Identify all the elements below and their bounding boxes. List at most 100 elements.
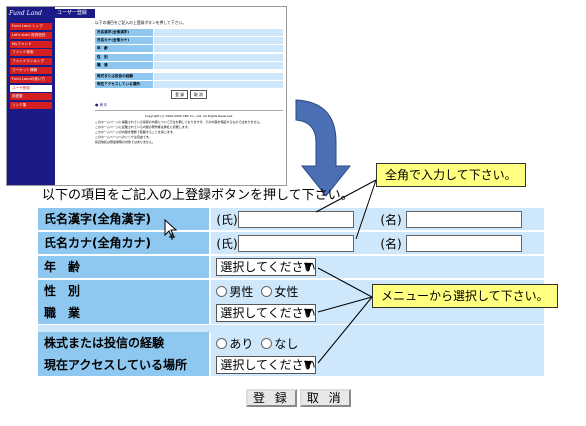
thumbnail-row: 現在アクセスしている場所 [95,81,283,89]
thumbnail-register-button[interactable]: 登 録 [171,90,188,100]
fund-land-logo: Fund Land [9,10,42,17]
kana-given-name-input[interactable] [406,234,523,252]
menu-item-register[interactable]: ユーザ登録 [10,84,52,92]
menu-item-howto[interactable]: Fund Landの使い方 [10,75,52,83]
experience-row: 株式または投信の経験 あり なし [38,332,544,354]
thumbnail-row: 氏名漢字(全角漢字) [95,29,283,36]
thumbnail-row-label: 株式または投信の経験 [95,72,153,80]
chevron-down-icon: ▼ [303,306,313,319]
form-buttons: 登 録 取 消 [246,389,351,407]
return-link-label: 戻る [99,102,108,108]
family-name-prefix: (氏) [216,212,238,227]
thumbnail-note: このホームページに掲載されている情報の内容について万全を期しておりますが、その内… [95,120,263,125]
age-value: 選択してください▼ [211,256,544,278]
thumbnail-row-value[interactable] [154,53,283,61]
gender-option-label: 男性 [229,284,254,299]
thumbnail-row: 株式または投信の経験 [95,72,283,80]
thumbnail-divider [95,110,283,112]
experience-option-label: なし [274,336,299,351]
radio-icon[interactable] [261,285,273,297]
gender-radio-male[interactable]: 男性 [216,283,253,300]
thumbnail-buttons: 登 録取 消 [95,90,283,100]
experience-radio-yes[interactable]: あり [216,335,253,352]
access-location-select[interactable]: 選択してください▼ [216,356,317,374]
thumbnail-screenshot: Fund Land Fund Land トップ Let's start 投資信託… [6,6,287,186]
access-select-value: 選択してください [220,358,316,372]
menu-item-start[interactable]: Let's start 投資信託 [10,31,52,39]
thumbnail-cancel-button[interactable]: 取 消 [190,90,207,100]
thumbnail-note: 投資信託は預金保険の対象ではありません。 [95,140,155,145]
thumbnail-row-value[interactable] [154,81,283,89]
fullwidth-callout: 全角で入力して下さい。 [376,163,526,187]
thumbnail-row-label: 氏名漢字(全角漢字) [95,29,153,36]
cancel-button[interactable]: 取 消 [299,389,351,407]
form-intro-text: 以下の項目をご記入の上登録ボタンを押して下さい。 [42,187,354,202]
menu-item-ranking[interactable]: ファンドランキング [10,58,52,66]
thumbnail-row-value[interactable] [154,45,283,53]
experience-label: 株式または投信の経験 [38,332,210,354]
thumbnail-row-value[interactable] [154,37,283,45]
thumbnail-sidebar: Fund Land Fund Land トップ Let's start 投資信託… [7,7,55,185]
chevron-down-icon: ▼ [303,358,313,371]
thumbnail-note: このホームページの内容を無断で転載することを禁じます。 [95,130,176,135]
thumbnail-body: 以下の項目をご記入の上登録ボタンを押して下さい。 氏名漢字(全角漢字) 氏名カナ… [95,19,283,145]
age-select[interactable]: 選択してください▼ [216,258,317,276]
menu-item-links[interactable]: リンク集 [10,102,52,110]
thumbnail-row: 性 別 [95,53,283,61]
thumbnail-copyright: Copyright (c) 1996-2000 ABC Co., Ltd. Al… [144,114,234,119]
menu-item-myfund[interactable]: Myファンド [10,40,52,48]
job-select-value: 選択してください [220,306,316,320]
thumbnail-menu: Fund Land トップ Let's start 投資信託 Myファンド ファ… [10,23,52,111]
kana-name-label: 氏名カナ(全角カナ) [38,232,210,254]
age-select-value: 選択してください [220,260,316,274]
kanji-name-label: 氏名漢字(全角漢字) [38,208,210,230]
thumbnail-header-tab: ユーザー登録 [55,9,95,18]
move-cursor-icon [164,219,178,240]
age-row: 年 齢 選択してください▼ [38,256,544,278]
kana-name-row: 氏名カナ(全角カナ) (氏) (名) [38,232,544,254]
thumbnail-row-value[interactable] [154,61,283,69]
access-location-label: 現在アクセスしている場所 [38,354,210,376]
family-name-prefix: (氏) [216,236,238,251]
thumbnail-row: 職 業 [95,61,283,69]
thumbnail-row-value[interactable] [154,29,283,36]
menu-item-search[interactable]: ファンド検索 [10,49,52,57]
gender-label: 性 別 [38,280,210,302]
gender-option-label: 女性 [274,284,299,299]
thumbnail-row-label: 現在アクセスしている場所 [95,81,153,89]
menu-item-glossary[interactable]: 用語集 [10,93,52,101]
thumbnail-row: 氏名カナ(全角カナ) [95,37,283,45]
kana-name-value: (氏) (名) [211,232,544,254]
menu-item-top[interactable]: Fund Land トップ [10,23,52,30]
kanji-given-name-input[interactable] [406,210,523,228]
access-location-row: 現在アクセスしている場所 選択してください▼ [38,354,544,376]
menu-item-market[interactable]: マーケット情報 [10,66,52,74]
thumbnail-row-label: 氏名カナ(全角カナ) [95,37,153,45]
given-name-prefix: (名) [380,236,402,251]
thumbnail-row: 年 齢 [95,45,283,53]
register-button[interactable]: 登 録 [246,389,297,407]
chevron-down-icon: ▼ [303,260,313,273]
access-location-value: 選択してください▼ [211,354,544,376]
radio-icon[interactable] [216,337,228,349]
section-gap [38,325,544,333]
job-label: 職 業 [38,302,210,324]
age-label: 年 齢 [38,256,210,278]
kanji-family-name-input[interactable] [238,210,355,228]
thumbnail-row-value[interactable] [154,72,283,80]
experience-value: あり なし [211,332,544,354]
radio-icon[interactable] [261,337,273,349]
radio-icon[interactable] [216,285,228,297]
kana-family-name-input[interactable] [238,234,355,252]
experience-option-label: あり [229,336,254,351]
thumbnail-note: このホームページへのリンクは自由です。 [95,135,152,140]
thumbnail-intro: 以下の項目をご記入の上登録ボタンを押して下さい。 [95,20,187,25]
gender-radio-female[interactable]: 女性 [261,283,298,300]
experience-radio-no[interactable]: なし [261,335,298,352]
curved-arrow-icon [295,99,352,197]
kanji-name-row: 氏名漢字(全角漢字) (氏) (名) [38,208,544,230]
thumbnail-return-link[interactable]: ● 戻る [95,102,108,108]
thumbnail-row-label: 年 齢 [95,45,153,53]
thumbnail-row-label: 性 別 [95,53,153,61]
job-select[interactable]: 選択してください▼ [216,304,317,322]
